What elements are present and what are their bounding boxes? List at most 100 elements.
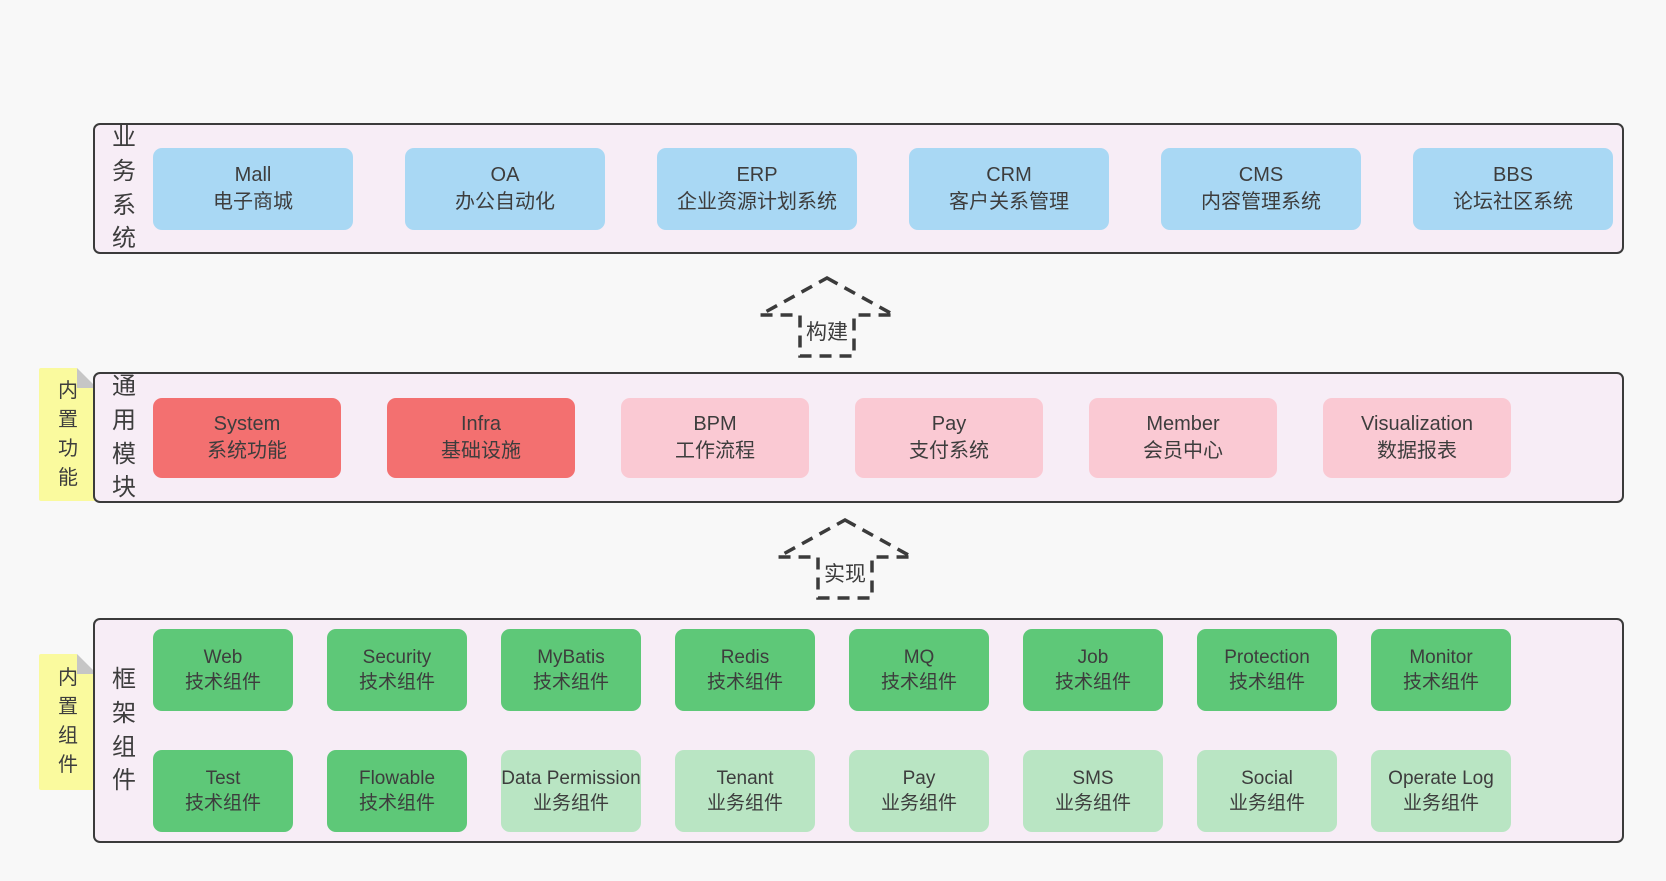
box-monitor: Monitor 技术组件 [1371, 628, 1511, 711]
box-subtitle: 业务组件 [1228, 793, 1305, 815]
box-subtitle: 会员中心 [1143, 439, 1223, 462]
box-title: BBS [1492, 164, 1534, 187]
box-protection: Protection 技术组件 [1197, 628, 1337, 711]
box-subtitle: 技术组件 [706, 671, 783, 693]
box-title: Web [203, 646, 243, 668]
arrow-implement-label: 实现 [824, 563, 866, 586]
box-subtitle: 论坛社区系统 [1453, 190, 1573, 213]
business-systems-row: Mall 电子商城 OA 办公自动化 ERP 企业资源计划系统 CRM 客户关系… [153, 125, 1622, 252]
panel-common-modules: 通用模块 System 系统功能 Infra 基础设施 BPM 工作流程 Pay… [93, 372, 1624, 503]
box-subtitle: 技术组件 [1054, 671, 1131, 693]
box-test: Test 技术组件 [153, 750, 293, 833]
box-data-permission: Data Permission 业务组件 [501, 750, 641, 833]
box-subtitle: 工作流程 [675, 439, 755, 462]
box-subtitle: 业务组件 [1054, 793, 1131, 815]
box-subtitle: 业务组件 [880, 793, 957, 815]
box-pay: Pay 支付系统 [855, 397, 1043, 478]
box-mq: MQ 技术组件 [849, 628, 989, 711]
box-title: Social [1241, 768, 1293, 790]
box-subtitle: 技术组件 [880, 671, 957, 693]
box-infra: Infra 基础设施 [387, 397, 575, 478]
box-title: System [213, 413, 281, 436]
box-flowable: Flowable 技术组件 [327, 750, 467, 833]
box-title: Flowable [358, 768, 436, 790]
box-subtitle: 系统功能 [207, 439, 287, 462]
box-title: Monitor [1409, 646, 1473, 668]
box-title: ERP [736, 164, 778, 187]
arrow-up-dashed-icon [759, 276, 895, 358]
panel-business-systems: 业务系统 Mall 电子商城 OA 办公自动化 ERP 企业资源计划系统 CRM… [93, 123, 1624, 254]
box-title: Visualization [1361, 413, 1473, 436]
box-title: Pay [931, 413, 967, 436]
box-subtitle: 业务组件 [706, 793, 783, 815]
box-title: CRM [986, 164, 1032, 187]
box-title: SMS [1072, 768, 1114, 790]
side-label-common-modules: 通用模块 [95, 373, 153, 501]
arrow-implement: 实现 [775, 518, 915, 600]
box-title: Security [362, 646, 432, 668]
box-member: Member 会员中心 [1089, 397, 1277, 478]
side-label-business-systems: 业务系统 [95, 124, 153, 252]
box-subtitle: 技术组件 [358, 671, 435, 693]
box-mall: Mall 电子商城 [153, 147, 353, 230]
box-subtitle: 技术组件 [1228, 671, 1305, 693]
box-subtitle: 办公自动化 [455, 190, 555, 213]
box-bpm: BPM 工作流程 [621, 397, 809, 478]
arrow-build-label: 构建 [806, 321, 848, 344]
box-title: Pay [902, 768, 936, 790]
side-label-business-systems-text: 业务系统 [112, 124, 136, 253]
box-pay-component: Pay 业务组件 [849, 750, 989, 833]
box-subtitle: 数据报表 [1377, 439, 1457, 462]
box-tenant: Tenant 业务组件 [675, 750, 815, 833]
box-operate-log: Operate Log 业务组件 [1371, 750, 1511, 833]
box-subtitle: 技术组件 [358, 793, 435, 815]
box-title: Tenant [716, 768, 774, 790]
box-subtitle: 技术组件 [532, 671, 609, 693]
side-label-framework-components-text: 框架组件 [112, 666, 136, 795]
side-label-framework-components: 框架组件 [95, 620, 153, 841]
box-title: Test [205, 768, 241, 790]
components-row-1: Web 技术组件 Security 技术组件 MyBatis 技术组件 Redi… [153, 620, 1622, 720]
panel-framework-components: 框架组件 Web 技术组件 Security 技术组件 MyBatis 技术组件… [93, 618, 1624, 843]
box-bbs: BBS 论坛社区系统 [1413, 147, 1613, 230]
tab-built-in-features-label: 内置功能 [58, 379, 78, 489]
box-title: Protection [1224, 646, 1310, 668]
box-subtitle: 电子商城 [213, 190, 293, 213]
box-cms: CMS 内容管理系统 [1161, 147, 1361, 230]
box-security: Security 技术组件 [327, 628, 467, 711]
box-subtitle: 客户关系管理 [949, 190, 1069, 213]
box-job: Job 技术组件 [1023, 628, 1163, 711]
box-title: Data Permission [501, 768, 641, 790]
tab-built-in-features: 内置功能 [39, 368, 97, 501]
box-title: Infra [460, 413, 502, 436]
box-mybatis: MyBatis 技术组件 [501, 628, 641, 711]
box-title: Redis [720, 646, 770, 668]
common-modules-row: System 系统功能 Infra 基础设施 BPM 工作流程 Pay 支付系统… [153, 374, 1622, 501]
box-sms: SMS 业务组件 [1023, 750, 1163, 833]
box-title: MyBatis [537, 646, 605, 668]
box-system: System 系统功能 [153, 397, 341, 478]
box-subtitle: 基础设施 [441, 439, 521, 462]
box-title: Job [1077, 646, 1109, 668]
box-title: Member [1146, 413, 1220, 436]
box-title: MQ [903, 646, 935, 668]
box-title: Operate Log [1388, 768, 1494, 790]
box-social: Social 业务组件 [1197, 750, 1337, 833]
components-row-2: Test 技术组件 Flowable 技术组件 Data Permission … [153, 742, 1622, 842]
box-subtitle: 支付系统 [909, 439, 989, 462]
box-visualization: Visualization 数据报表 [1323, 397, 1511, 478]
box-title: CMS [1238, 164, 1284, 187]
box-subtitle: 技术组件 [184, 671, 261, 693]
box-erp: ERP 企业资源计划系统 [657, 147, 857, 230]
arrow-build: 构建 [757, 276, 897, 358]
box-subtitle: 业务组件 [532, 793, 609, 815]
box-redis: Redis 技术组件 [675, 628, 815, 711]
box-oa: OA 办公自动化 [405, 147, 605, 230]
box-title: BPM [693, 413, 737, 436]
box-subtitle: 业务组件 [1402, 793, 1479, 815]
box-subtitle: 技术组件 [184, 793, 261, 815]
box-subtitle: 内容管理系统 [1201, 190, 1321, 213]
framework-components-rows: Web 技术组件 Security 技术组件 MyBatis 技术组件 Redi… [153, 620, 1622, 841]
box-subtitle: 技术组件 [1402, 671, 1479, 693]
box-title: Mall [234, 164, 272, 187]
